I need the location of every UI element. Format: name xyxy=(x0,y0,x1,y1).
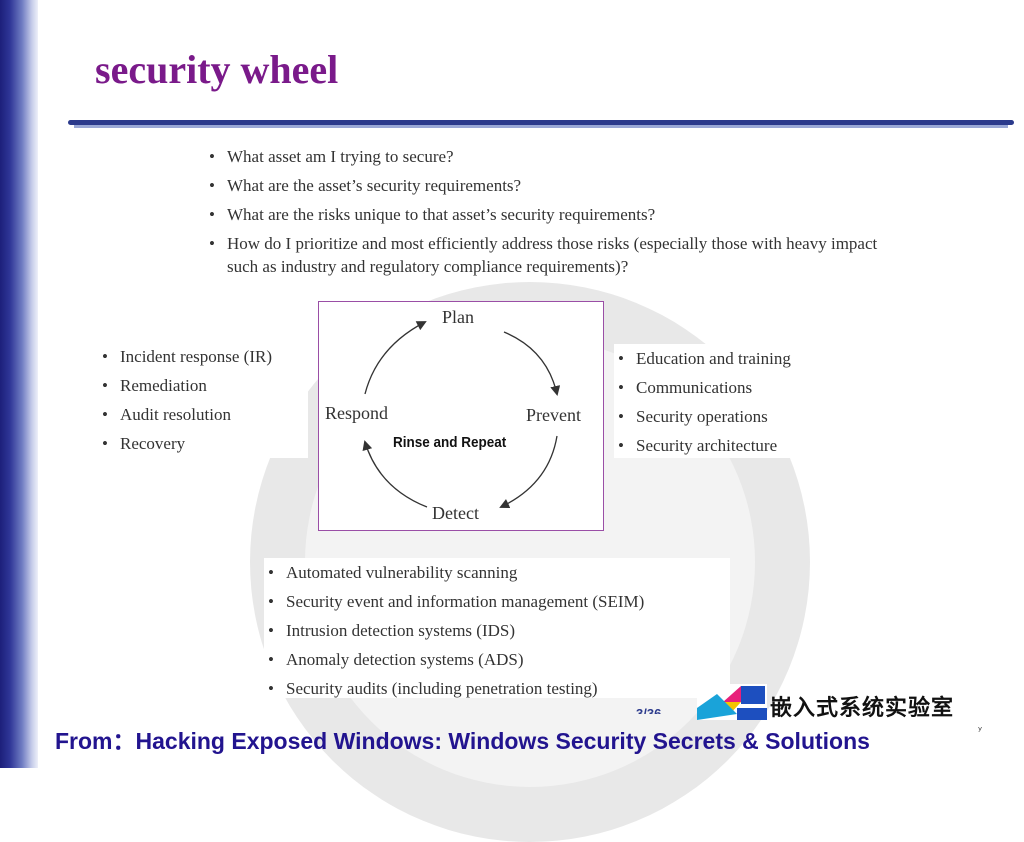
question-item: What are the risks unique to that asset’… xyxy=(205,200,885,229)
wheel-label-prevent: Prevent xyxy=(526,405,581,425)
arrow-prevent-to-detect xyxy=(499,435,558,509)
question-list-panel: What asset am I trying to secure? What a… xyxy=(205,142,885,278)
respond-item: Remediation xyxy=(98,371,308,400)
prevent-item: Security architecture xyxy=(614,431,832,460)
corner-mark: ʸ xyxy=(978,724,983,737)
detect-list-panel: Automated vulnerability scanning Securit… xyxy=(264,558,730,703)
source-footer: From：Hacking Exposed Windows: Windows Se… xyxy=(55,728,870,754)
left-decorative-band xyxy=(0,0,38,768)
wheel-label-detect: Detect xyxy=(432,503,479,523)
prevent-list-panel: Education and training Communications Se… xyxy=(614,344,832,460)
wheel-center-label: Rinse and Repeat xyxy=(393,434,507,451)
wheel-label-respond: Respond xyxy=(325,403,388,423)
prevent-item: Education and training xyxy=(614,344,832,373)
question-item: What asset am I trying to secure? xyxy=(205,142,885,171)
respond-item: Recovery xyxy=(98,429,308,458)
question-list: What asset am I trying to secure? What a… xyxy=(205,142,885,278)
prevent-item: Security operations xyxy=(614,402,832,431)
wheel-arrows xyxy=(362,321,561,509)
title-underline xyxy=(68,118,1014,130)
detect-list: Automated vulnerability scanning Securit… xyxy=(264,558,730,703)
prevent-list: Education and training Communications Se… xyxy=(614,344,832,460)
question-item: How do I prioritize and most efficiently… xyxy=(205,232,885,278)
lab-logo-icon xyxy=(697,684,767,720)
arrow-respond-to-plan xyxy=(364,321,427,395)
respond-list-panel: Incident response (IR) Remediation Audit… xyxy=(98,342,308,458)
respond-item: Audit resolution xyxy=(98,400,308,429)
prevent-item: Communications xyxy=(614,373,832,402)
lab-name: 嵌入式系统实验室 xyxy=(770,696,955,721)
detect-item: Anomaly detection systems (ADS) xyxy=(264,645,730,674)
detect-item: Security event and information managemen… xyxy=(264,587,730,616)
detect-item: Automated vulnerability scanning xyxy=(264,558,730,587)
arrow-detect-to-respond xyxy=(362,440,428,508)
detect-item: Security audits (including penetration t… xyxy=(264,674,730,703)
page-number: 3/36 xyxy=(636,706,662,714)
detect-item: Intrusion detection systems (IDS) xyxy=(264,616,730,645)
arrow-plan-to-prevent xyxy=(503,331,561,396)
question-item: What are the asset’s security requiremen… xyxy=(205,171,885,200)
wheel-label-plan: Plan xyxy=(442,307,475,327)
security-wheel-diagram: Plan Prevent Detect Respond Rinse and Re… xyxy=(318,301,604,531)
respond-list: Incident response (IR) Remediation Audit… xyxy=(98,342,308,458)
slide-title: security wheel xyxy=(95,47,339,92)
respond-item: Incident response (IR) xyxy=(98,342,308,371)
